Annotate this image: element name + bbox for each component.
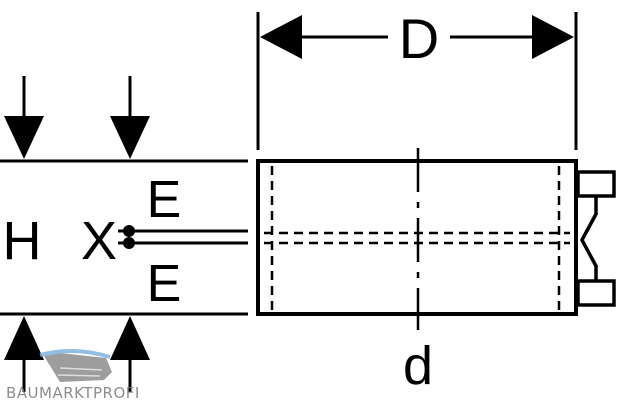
clip-tab-top — [576, 170, 616, 198]
axis-point-upper — [123, 225, 135, 237]
watermark-text: BAUMARKTPROFI — [6, 384, 140, 402]
label-D: D — [399, 7, 439, 70]
label-X: X — [81, 211, 117, 271]
part-body — [256, 148, 578, 330]
arrowhead-top-1 — [4, 116, 44, 159]
arrowhead-right — [532, 15, 574, 59]
watermark-swoosh — [39, 348, 111, 359]
axis-eccentricity: X E E — [81, 171, 248, 313]
clip-spring — [580, 196, 598, 281]
arrowhead-top-2 — [110, 116, 150, 159]
label-d: d — [403, 336, 433, 396]
label-E-upper: E — [147, 171, 182, 229]
outer-diameter-dimension: D — [256, 7, 578, 150]
clip-tab-bottom — [576, 279, 616, 307]
arrowhead-bottom-1 — [4, 316, 44, 360]
label-E-lower: E — [147, 255, 182, 313]
arrowhead-left — [260, 15, 302, 59]
watermark-logo: BAUMARKTPROFI — [6, 348, 140, 402]
arrowhead-bottom-2 — [110, 316, 150, 360]
axis-point-lower — [123, 237, 135, 249]
height-dimension: H — [0, 76, 248, 392]
side-clip — [576, 170, 616, 307]
label-H: H — [3, 211, 42, 271]
watermark-roof-icon — [44, 353, 112, 382]
